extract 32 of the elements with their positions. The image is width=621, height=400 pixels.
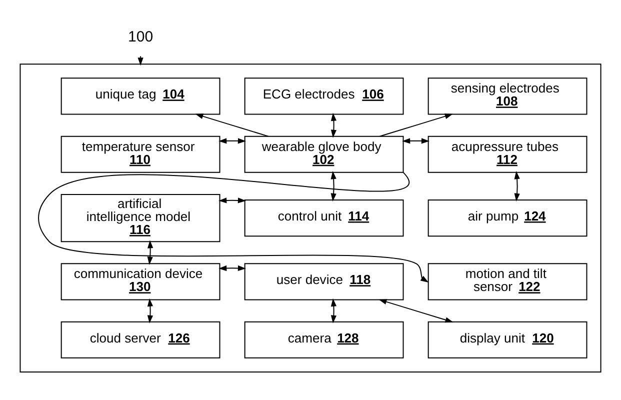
arrow xyxy=(402,138,430,144)
node-text: 100 xyxy=(128,28,154,46)
node-box: air pump 124 xyxy=(428,200,588,237)
node-box: cloud server 126 xyxy=(60,321,220,358)
arrow xyxy=(147,240,154,265)
arrow xyxy=(218,265,246,272)
node-box: motion and tilt sensor 122 xyxy=(428,263,588,300)
arrow xyxy=(378,299,454,323)
node-box: control unit 114 xyxy=(244,200,404,237)
arrow xyxy=(38,172,429,283)
node-box: temperature sensor 110 xyxy=(60,136,220,173)
arrow xyxy=(330,112,337,138)
node-box: artificial intelligence model 116 xyxy=(60,194,220,242)
arrow xyxy=(330,171,336,202)
node-box: user device 118 xyxy=(244,263,404,300)
arrow xyxy=(195,114,268,137)
cluster xyxy=(20,64,602,372)
node-box: communication device 130 xyxy=(60,263,220,300)
arrow xyxy=(380,114,453,137)
node-box: display unit 120 xyxy=(428,321,588,358)
node-box: wearable glove body 102 xyxy=(244,136,404,173)
node-box: camera 128 xyxy=(244,321,404,358)
node-box: sensing electrodes 108 xyxy=(428,78,588,115)
arrow xyxy=(147,298,154,324)
arrow xyxy=(330,298,337,324)
node-box: ECG electrodes 106 xyxy=(244,78,404,115)
arrow xyxy=(218,138,246,144)
arrow xyxy=(218,198,246,204)
arrow xyxy=(138,56,144,66)
node-box: acupressure tubes 112 xyxy=(428,136,588,173)
arrow xyxy=(514,171,520,202)
node-box: unique tag 104 xyxy=(60,78,220,115)
